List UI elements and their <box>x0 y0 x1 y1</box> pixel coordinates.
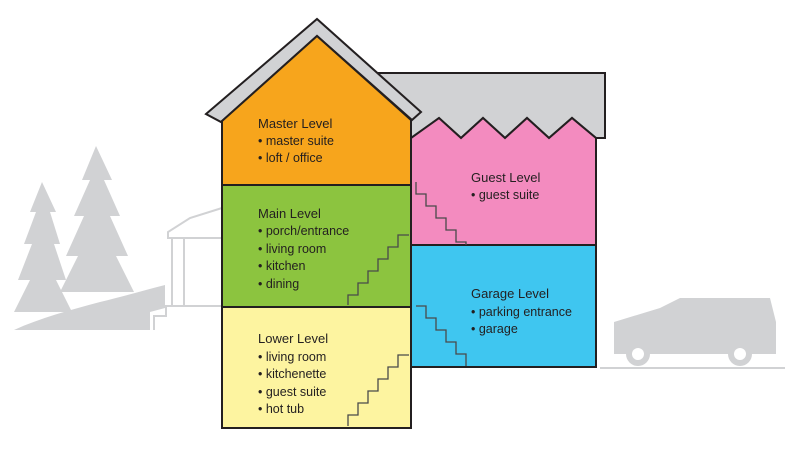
stairs-guest <box>415 182 467 245</box>
snow-hill <box>14 285 165 330</box>
garage-level-title: Garage Level <box>471 286 549 301</box>
lower-level-item: • guest suite <box>258 385 326 399</box>
main-level-item: • dining <box>258 277 299 291</box>
guest-level-item: • guest suite <box>471 188 539 202</box>
garage-level-item: • parking entrance <box>471 305 572 319</box>
lower-level-item: • living room <box>258 350 326 364</box>
master-level-title: Master Level <box>258 116 333 131</box>
stairs-main <box>347 234 409 305</box>
main-level-item: • living room <box>258 242 326 256</box>
tree-icon <box>60 146 134 292</box>
tree-icon <box>14 182 72 312</box>
main-level-item: • porch/entrance <box>258 224 349 238</box>
main-level-title: Main Level <box>258 206 321 221</box>
stairs-lower <box>347 354 409 426</box>
garage-level-item: • garage <box>471 322 518 336</box>
lower-level-item: • hot tub <box>258 402 304 416</box>
garage-level-box <box>410 244 597 368</box>
main-level-item: • kitchen <box>258 259 306 273</box>
car-wheels <box>632 348 746 360</box>
guest-level-title: Guest Level <box>471 170 540 185</box>
porch-outline <box>153 207 223 330</box>
master-level-item: • master suite <box>258 134 334 148</box>
lower-level-box <box>221 306 412 429</box>
lower-level-title: Lower Level <box>258 331 328 346</box>
stairs-garage <box>416 305 467 366</box>
master-level-item: • loft / office <box>258 151 323 165</box>
lower-level-item: • kitchenette <box>258 367 326 381</box>
